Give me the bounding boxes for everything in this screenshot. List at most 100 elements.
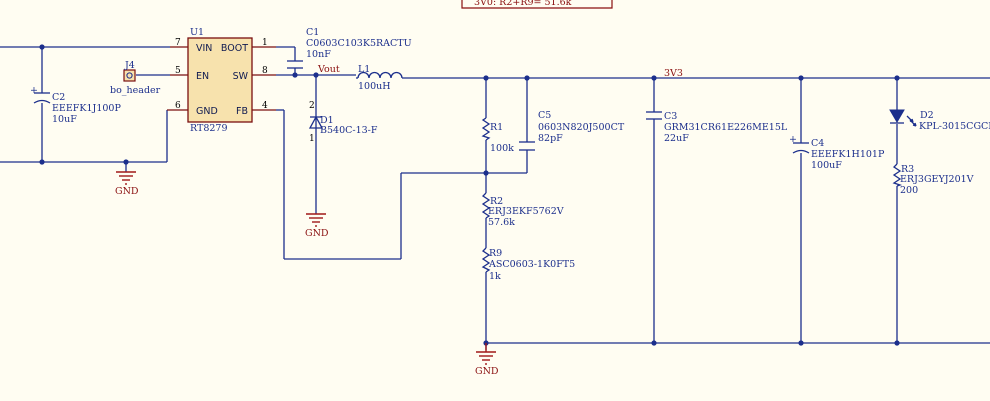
capacitor-c3[interactable]: C3 GRM31CR61E226ME15L 22uF <box>646 111 788 144</box>
c3-value: 22uF <box>664 133 689 144</box>
header-hole <box>126 72 133 79</box>
pin-name: FB <box>236 106 248 117</box>
capacitor-c1[interactable]: C1 C0603C103K5RACTU 10nF <box>287 27 412 69</box>
l1-ref: L1 <box>358 64 370 75</box>
ic-u1[interactable]: U1 RT8279 7 5 6 1 8 4 VIN EN GND BOOT SW… <box>167 27 276 134</box>
r9-ref: R9 <box>489 248 502 259</box>
capacitor-c2[interactable]: + C2 EEEFK1J100P 10uF <box>30 85 121 125</box>
junction-dot <box>798 340 804 346</box>
junction-dot <box>39 44 45 50</box>
r9-value: 1k <box>489 271 501 282</box>
pin-name: EN <box>196 71 209 82</box>
r2-part: ERJ3EKF5762V <box>488 206 564 217</box>
d2-ref: D2 <box>920 110 934 121</box>
d1-part: B540C-13-F <box>320 125 378 136</box>
c5-ref: C5 <box>538 110 551 121</box>
junction-dot <box>894 340 900 346</box>
pin-num: 8 <box>262 66 268 76</box>
ic-part: RT8279 <box>190 123 228 134</box>
r9-part: ASC0603-1K0FT5 <box>488 259 575 270</box>
ground-symbol-2: GND <box>305 213 329 239</box>
junction-dot <box>651 340 657 346</box>
r3-ref: R3 <box>901 164 914 175</box>
gnd-label: GND <box>475 366 499 377</box>
resistor-zigzag <box>892 163 903 187</box>
pin-num: 6 <box>175 101 181 111</box>
junctions <box>39 44 900 346</box>
note-text: 3V0: R2+R9= 51.6k <box>474 0 572 8</box>
pin-num: 4 <box>262 101 268 111</box>
ic-body <box>187 37 253 123</box>
net-label-3v3: 3V3 <box>664 68 683 79</box>
led-triangle <box>889 109 905 123</box>
c5-part: 0603N820J500CT <box>538 122 625 133</box>
resistor-r9[interactable]: R9 ASC0603-1K0FT5 1k <box>481 247 575 282</box>
r1-ref: R1 <box>490 122 503 133</box>
pin-name: VIN <box>196 43 212 54</box>
resistor-r2[interactable]: R2 ERJ3EKF5762V 57.6k <box>481 192 564 228</box>
header-pad <box>123 69 136 82</box>
note-box-border <box>461 0 613 9</box>
resistor-zigzag <box>481 247 491 273</box>
j4-ref: J4 <box>124 60 135 71</box>
header-j4[interactable]: J4 bo_header <box>110 60 161 96</box>
net-label-vout: Vout <box>317 64 340 75</box>
r3-value: 200 <box>900 185 918 196</box>
wires <box>0 46 990 350</box>
diode-d1[interactable]: 2 1 D1 B540C-13-F <box>308 101 378 144</box>
d2-part: KPL-3015CGCK <box>919 121 990 132</box>
note-box: 3V0: R2+R9= 51.6k <box>461 0 613 9</box>
c2-ref: C2 <box>52 92 65 103</box>
resistor-r1[interactable]: R1 100k <box>481 117 514 154</box>
inductor-l1[interactable]: L1 100uH <box>356 64 403 92</box>
pin-num: 7 <box>175 38 181 48</box>
cap-curved-plate <box>33 99 51 104</box>
junction-dot <box>798 75 804 81</box>
r2-ref: R2 <box>490 196 503 207</box>
resistor-r3[interactable]: R3 ERJ3GEYJ201V 200 <box>892 163 974 196</box>
polarity-plus: + <box>30 85 38 96</box>
resistor-zigzag <box>481 192 491 219</box>
gnd-label: GND <box>305 228 329 239</box>
junction-dot <box>483 75 489 81</box>
led-emission-arrow <box>909 119 917 127</box>
junction-dot <box>292 72 298 78</box>
j4-part: bo_header <box>110 85 161 96</box>
polarity-plus: + <box>789 134 797 145</box>
pin-num: 1 <box>262 38 268 48</box>
d1-pin-2: 2 <box>309 101 315 111</box>
ic-ref: U1 <box>190 27 204 38</box>
gnd-label: GND <box>115 186 139 197</box>
d1-pin-1: 1 <box>309 134 315 144</box>
c1-ref: C1 <box>306 27 319 38</box>
junction-dot <box>39 159 45 165</box>
l1-value: 100uH <box>358 81 391 92</box>
junction-dot <box>123 159 129 165</box>
r2-value: 57.6k <box>488 217 515 228</box>
c1-value: 10nF <box>306 49 331 60</box>
led-d2[interactable]: D2 KPL-3015CGCK <box>889 109 990 132</box>
resistor-zigzag <box>481 117 491 141</box>
c4-part: EEEFK1H101P <box>811 149 885 160</box>
pin-name: GND <box>196 106 218 117</box>
junction-dot <box>894 75 900 81</box>
pin-name: BOOT <box>221 43 248 54</box>
c2-part: EEEFK1J100P <box>52 103 121 114</box>
c4-ref: C4 <box>811 138 824 149</box>
d1-ref: D1 <box>320 115 334 126</box>
capacitor-c4[interactable]: + C4 EEEFK1H101P 100uF <box>789 134 885 171</box>
capacitor-c5[interactable]: C5 0603N820J500CT 82pF <box>519 110 625 151</box>
ground-symbol-1: GND <box>115 171 139 197</box>
ground-symbol-3: GND <box>475 343 499 377</box>
c3-part: GRM31CR61E226ME15L <box>664 122 788 133</box>
c5-value: 82pF <box>538 133 563 144</box>
led-emission-arrow <box>906 115 914 123</box>
pin-num: 5 <box>175 66 181 76</box>
r3-part: ERJ3GEYJ201V <box>900 174 974 185</box>
c2-value: 10uF <box>52 114 77 125</box>
junction-dot <box>483 170 489 176</box>
pin-name: SW <box>233 71 249 82</box>
r1-value: 100k <box>490 143 514 154</box>
